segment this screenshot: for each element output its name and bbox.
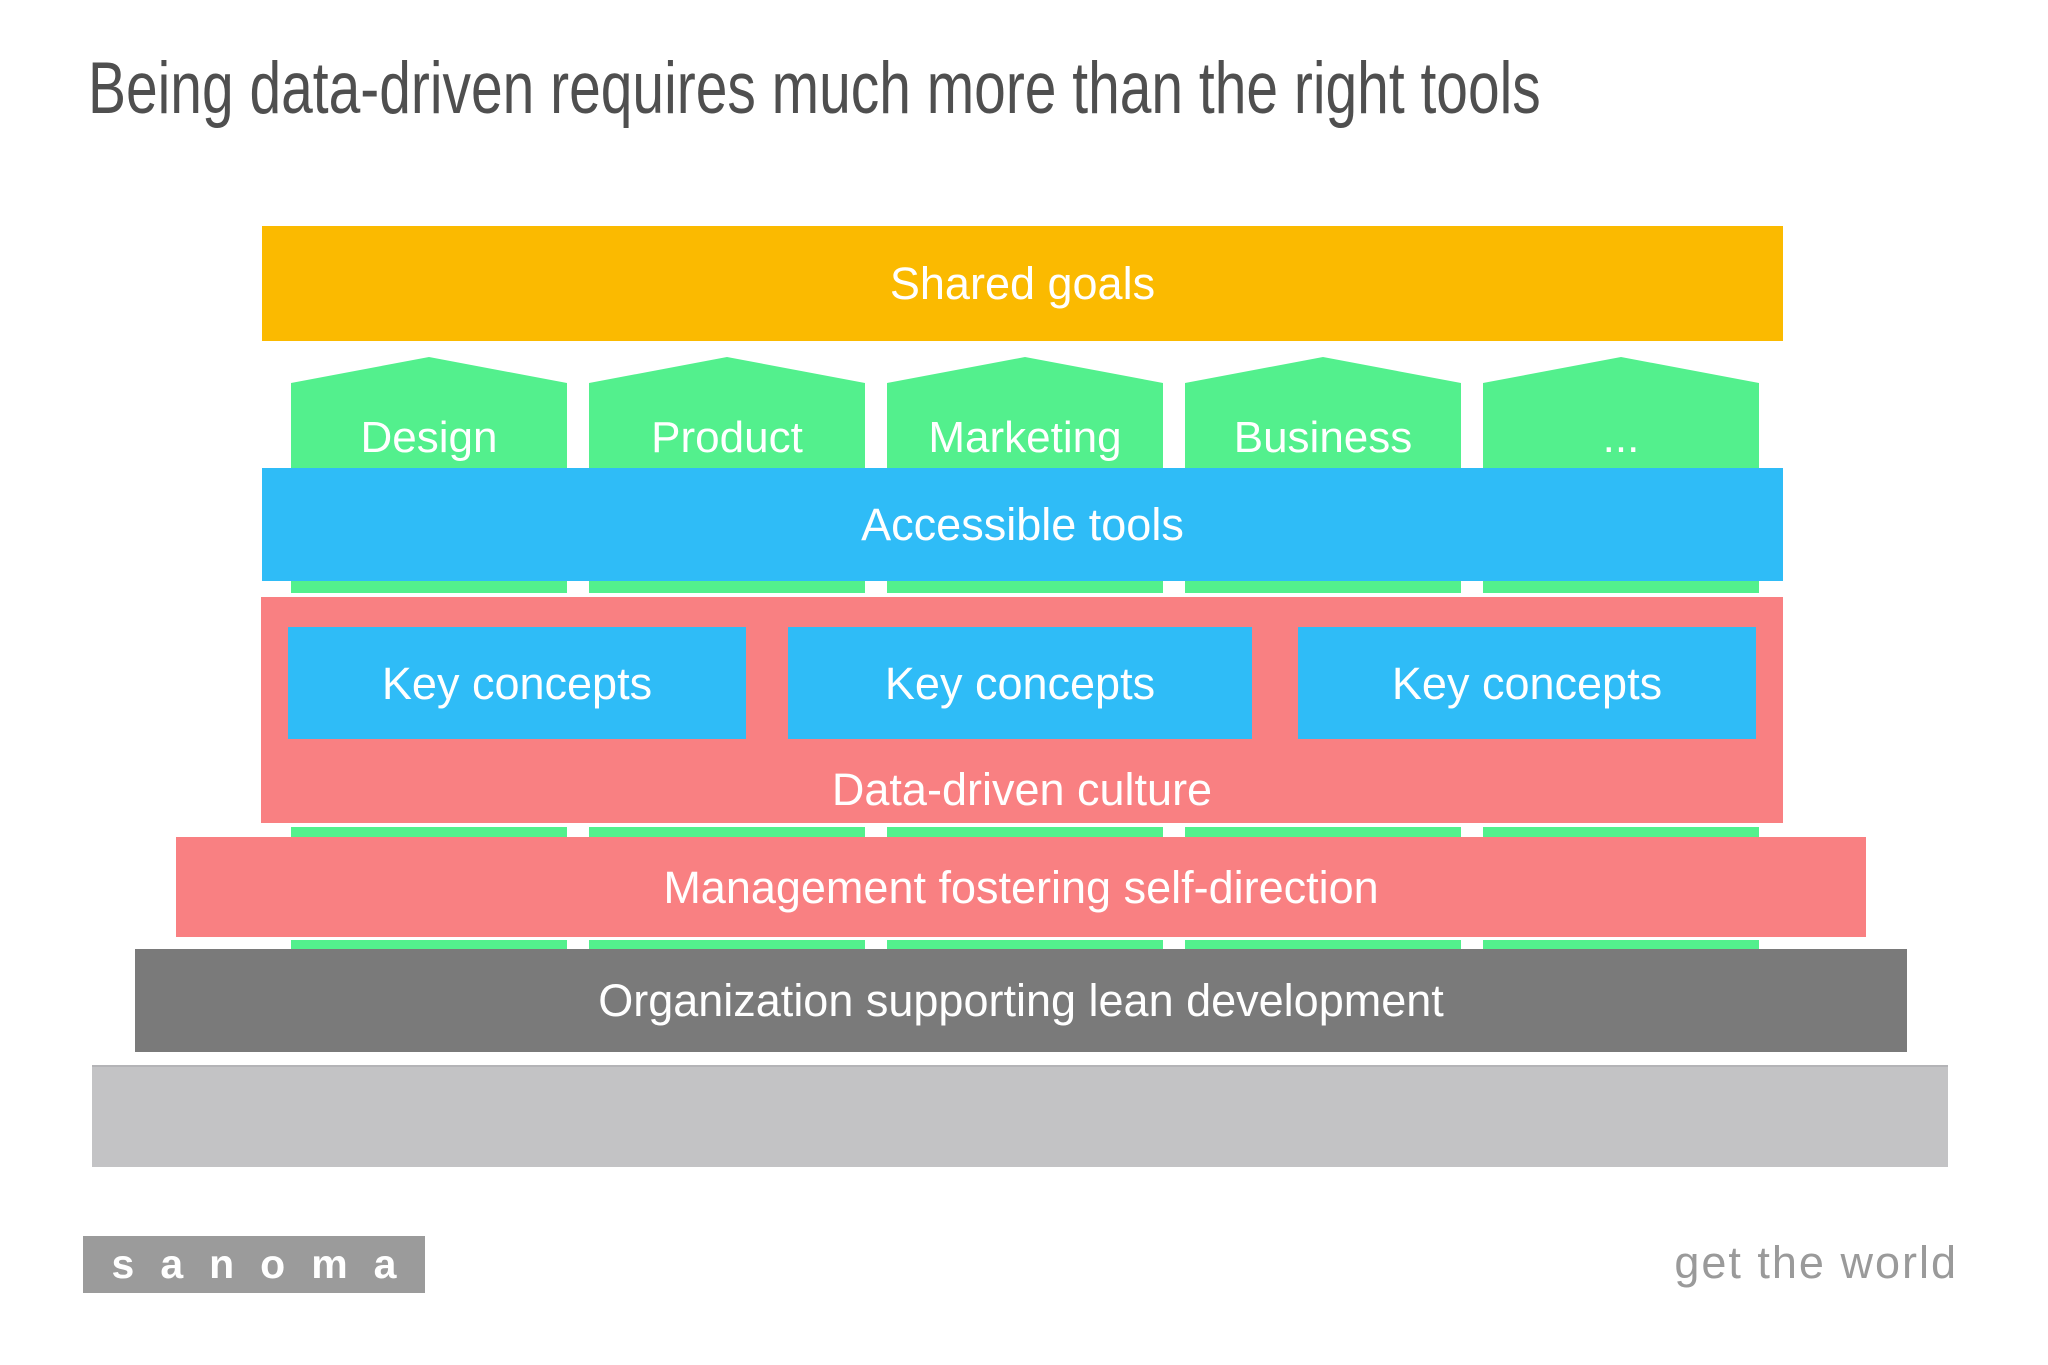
- separator: [0, 937, 2048, 940]
- sanoma-logo: sanoma: [83, 1236, 425, 1293]
- pillar-business-label: Business: [1233, 413, 1413, 462]
- key-concepts-box: Key concepts: [788, 627, 1252, 739]
- separator: [0, 593, 2048, 597]
- key-concepts-box: Key concepts: [1298, 627, 1756, 739]
- pillar-ellipsis-label: ...: [1602, 413, 1640, 462]
- separator: [0, 823, 2048, 827]
- key-concepts-label: Key concepts: [381, 657, 653, 709]
- shared-goals-label: Shared goals: [889, 258, 1156, 309]
- pillar-design-label: Design: [360, 413, 498, 462]
- management-label: Management fostering self-direction: [663, 861, 1379, 913]
- key-concepts-label: Key concepts: [884, 657, 1156, 709]
- pillar-product-label: Product: [651, 413, 803, 462]
- accessible-tools-bar: Accessible tools: [262, 468, 1783, 581]
- sanoma-logo-text: sanoma: [111, 1241, 423, 1287]
- culture-section: Key concepts Key concepts Key concepts D…: [261, 597, 1783, 823]
- pillar-marketing-label: Marketing: [928, 413, 1122, 462]
- page-title: Being data-driven requires much more tha…: [88, 48, 1541, 129]
- management-bar: Management fostering self-direction: [176, 837, 1866, 937]
- shared-goals-bar: Shared goals: [262, 226, 1783, 341]
- organization-label: Organization supporting lean development: [598, 975, 1444, 1026]
- key-concepts-label: Key concepts: [1391, 657, 1663, 709]
- culture-label: Data-driven culture: [831, 764, 1213, 815]
- tagline: get the world: [1674, 1237, 1958, 1288]
- organization-bar: Organization supporting lean development: [135, 949, 1907, 1052]
- foundation-bar: [92, 1065, 1948, 1167]
- key-concepts-box: Key concepts: [288, 627, 746, 739]
- accessible-tools-label: Accessible tools: [861, 499, 1184, 550]
